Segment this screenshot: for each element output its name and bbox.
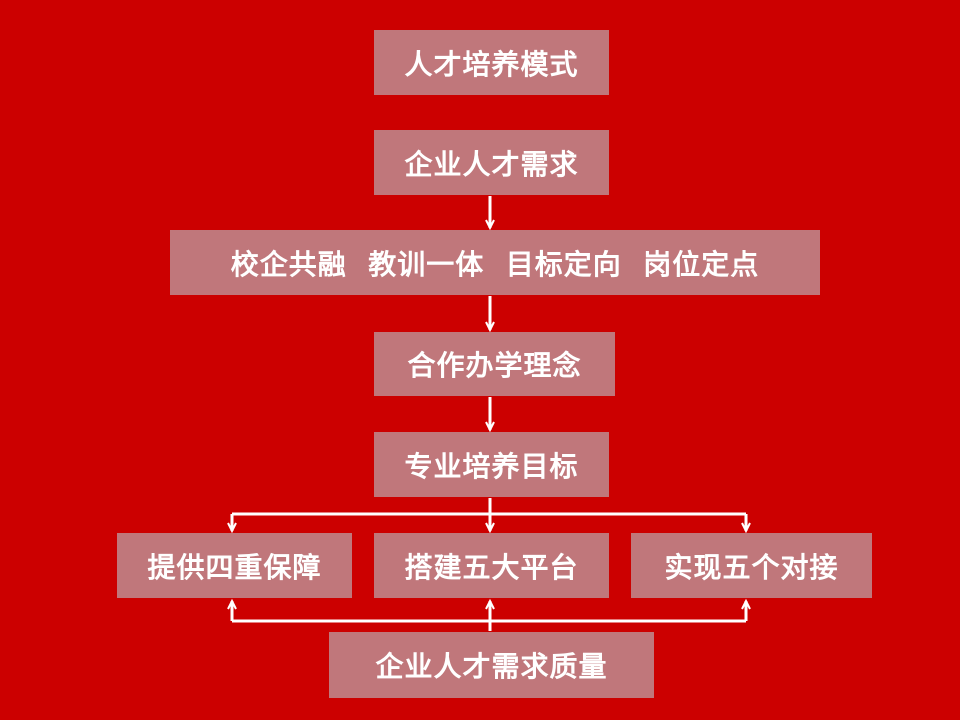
node-training-goal: 专业培养目标	[374, 432, 609, 497]
node-enterprise-demand: 企业人才需求	[374, 130, 609, 195]
node-five-dockings: 实现五个对接	[631, 533, 872, 598]
feedback-quality-to-outputs	[227, 598, 751, 631]
node-cooperation-concept: 合作办学理念	[374, 332, 615, 396]
node-principles: 校企共融 教训一体 目标定向 岗位定点	[170, 230, 820, 295]
node-demand-quality: 企业人才需求质量	[329, 632, 654, 698]
node-talent-model: 人才培养模式	[374, 30, 609, 95]
node-four-guarantees: 提供四重保障	[117, 533, 352, 598]
branch-goal-to-outputs	[227, 498, 751, 534]
node-five-platforms: 搭建五大平台	[374, 533, 609, 598]
